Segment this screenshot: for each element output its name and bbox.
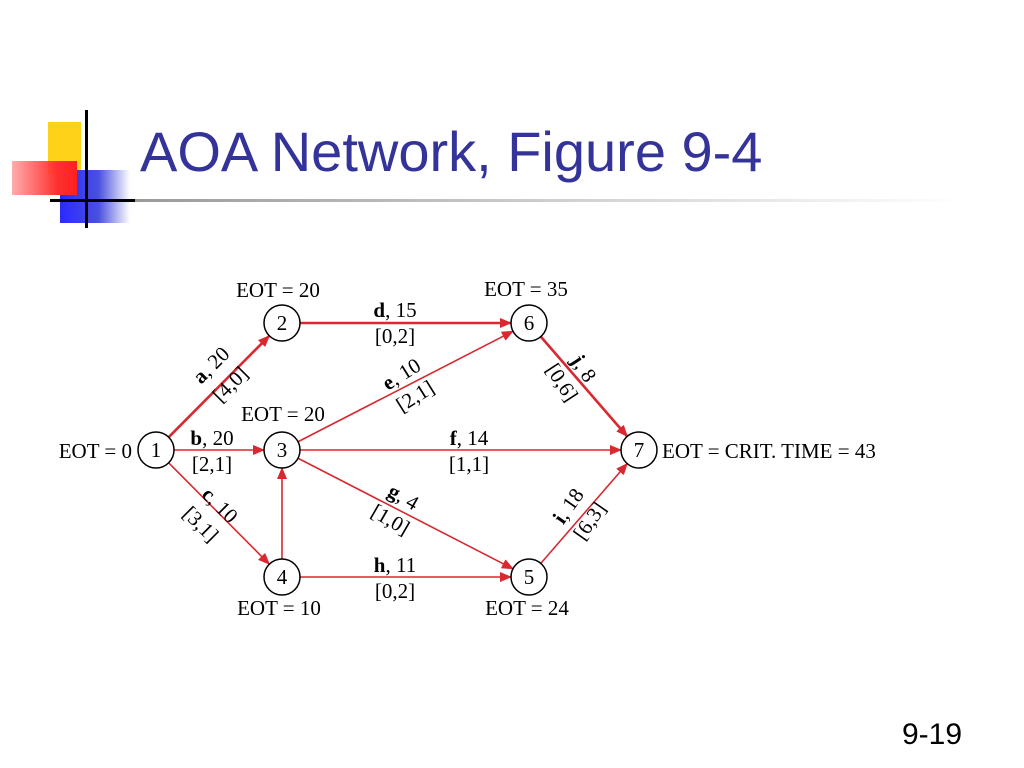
node-number-1: 1 xyxy=(151,438,162,462)
activity-duration-b: , 20 xyxy=(202,426,234,450)
activity-duration-f: , 14 xyxy=(457,426,489,450)
activity-name-f: f xyxy=(450,426,458,450)
node-1: 1 xyxy=(137,431,175,469)
node-number-2: 2 xyxy=(277,311,288,335)
node-number-6: 6 xyxy=(524,311,535,335)
node-circle-3 xyxy=(263,431,301,469)
activity-name-d: d xyxy=(373,298,385,322)
node-circle-2 xyxy=(263,304,301,342)
activity-slack-h: [0,2] xyxy=(375,579,415,603)
node-7: 7 xyxy=(620,431,658,469)
activity-label-b: b, 20[2,1] xyxy=(190,426,233,476)
node-2: 2 xyxy=(263,304,301,342)
node-5: 5 xyxy=(510,558,548,596)
activity-duration-h: , 11 xyxy=(385,553,416,577)
node-6: 6 xyxy=(510,304,548,342)
activity-name-duration-d: d, 15 xyxy=(373,298,416,322)
activity-arrow-c xyxy=(168,462,271,565)
node-circle-5 xyxy=(510,558,548,596)
node-circle-4 xyxy=(263,558,301,596)
eot-label-1: EOT = 0 xyxy=(59,439,132,463)
eot-label-2: EOT = 20 xyxy=(236,278,320,302)
decor-red-bar xyxy=(12,161,77,195)
activity-arrow-i xyxy=(540,462,628,564)
activity-name-duration-f: f, 14 xyxy=(450,426,489,450)
eot-label-3: EOT = 20 xyxy=(241,402,325,426)
activity-name-duration-h: h, 11 xyxy=(374,553,416,577)
activity-slack-d: [0,2] xyxy=(375,324,415,348)
activity-label-c: c, 10[3,1] xyxy=(178,482,243,547)
activity-arrow-a xyxy=(167,334,271,439)
title-underline-rule xyxy=(135,199,965,202)
activity-slack-b: [2,1] xyxy=(192,452,232,476)
activity-name-duration-b: b, 20 xyxy=(190,426,233,450)
decor-vertical-line xyxy=(85,110,88,228)
node-number-7: 7 xyxy=(634,438,645,462)
activity-arrow-e xyxy=(297,330,514,443)
node-number-4: 4 xyxy=(277,565,288,589)
slide-number: 9-19 xyxy=(901,718,962,751)
activity-label-f: f, 14[1,1] xyxy=(449,426,489,476)
activity-label-h: h, 11[0,2] xyxy=(374,553,416,603)
activity-name-h: h xyxy=(374,553,386,577)
node-circle-1 xyxy=(137,431,175,469)
activity-label-d: d, 15[0,2] xyxy=(373,298,416,348)
eot-label-6: EOT = 35 xyxy=(484,277,568,301)
decor-horizontal-line xyxy=(50,199,135,202)
activity-label-i: i, 18[6,3] xyxy=(548,484,611,544)
activity-arrow-g xyxy=(297,457,514,570)
activity-slack-f: [1,1] xyxy=(449,452,489,476)
activity-arrow-j xyxy=(539,335,629,438)
node-3: 3 xyxy=(263,431,301,469)
node-number-3: 3 xyxy=(277,438,288,462)
eot-label-5: EOT = 24 xyxy=(485,596,569,620)
node-4: 4 xyxy=(263,558,301,596)
eot-label-7: EOT = CRIT. TIME = 43 xyxy=(662,439,876,463)
activity-name-b: b xyxy=(190,426,202,450)
activity-label-g: g, 4[1,0] xyxy=(367,479,424,540)
node-number-5: 5 xyxy=(524,565,535,589)
slide-title: AOA Network, Figure 9-4 xyxy=(140,120,763,183)
node-circle-6 xyxy=(510,304,548,342)
eot-label-4: EOT = 10 xyxy=(237,596,321,620)
activity-label-a: a, 20[4,0] xyxy=(188,342,253,407)
activity-duration-d: , 15 xyxy=(385,298,417,322)
node-circle-7 xyxy=(620,431,658,469)
